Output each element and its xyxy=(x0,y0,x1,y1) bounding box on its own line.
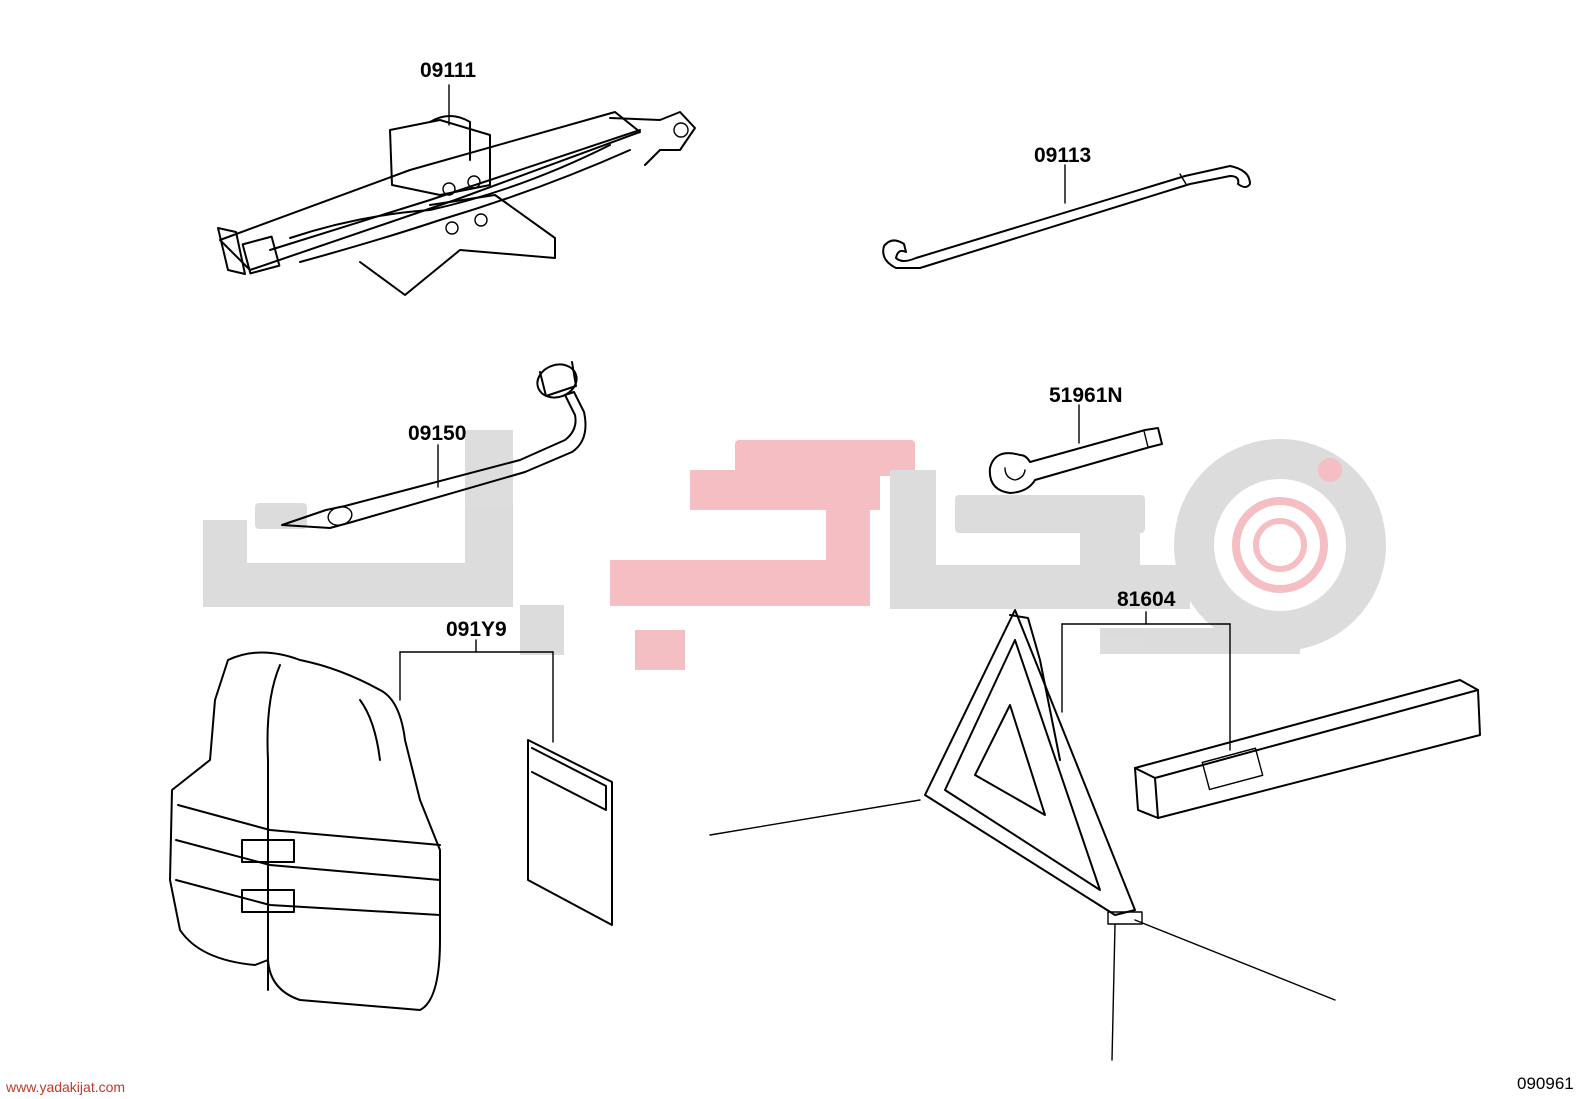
part-label-wheel-wrench: 09150 xyxy=(408,422,466,445)
warning-triangle-illustration xyxy=(709,609,1481,1061)
watermark-logo xyxy=(203,430,1386,670)
part-label-warning-triangle: 81604 xyxy=(1117,588,1176,611)
part-label-jack-handle: 09113 xyxy=(1034,144,1091,167)
towing-eye-illustration xyxy=(988,404,1163,494)
vest-kit-illustration xyxy=(169,639,613,1011)
wheel-wrench-illustration xyxy=(281,361,587,529)
part-label-jack: 09111 xyxy=(420,59,476,82)
jack-handle-illustration xyxy=(882,164,1251,269)
jack-illustration xyxy=(217,84,696,296)
diagram-code: 090961 xyxy=(1517,1074,1574,1093)
part-label-vest-kit: 091Y9 xyxy=(446,618,507,641)
site-url: www.yadakijat.com xyxy=(6,1079,126,1095)
part-label-towing-eye: 51961N xyxy=(1049,384,1123,407)
